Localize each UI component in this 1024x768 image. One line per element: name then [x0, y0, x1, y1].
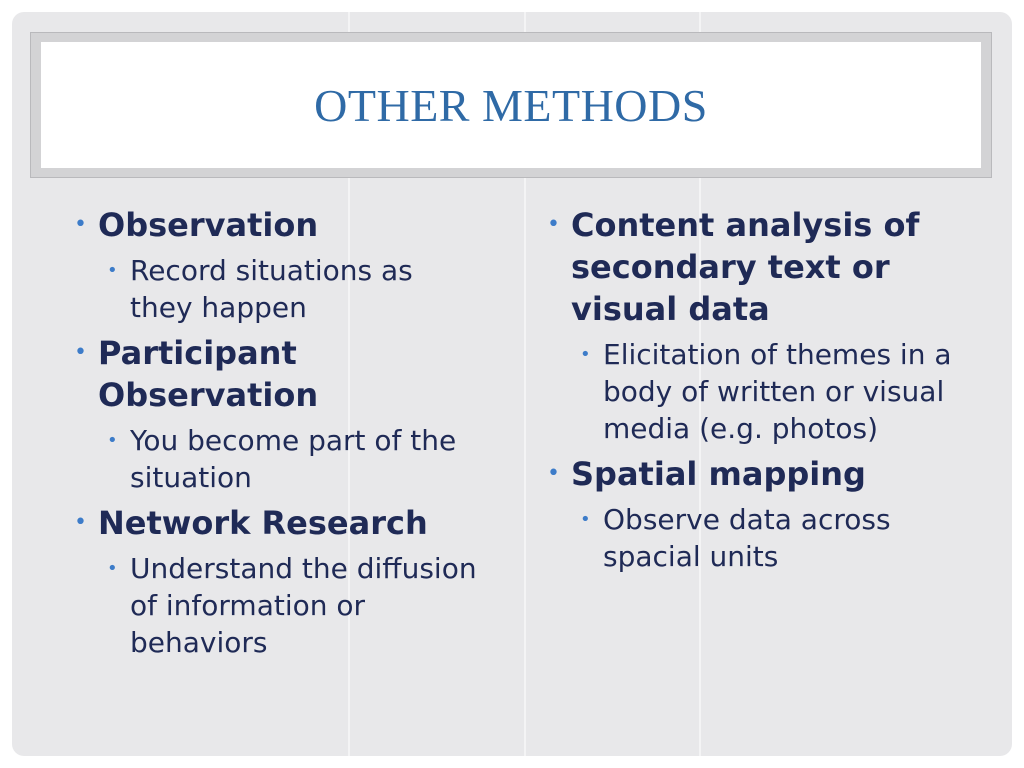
bullet-icon: • [547, 212, 560, 237]
subpoint-text: Observe data across spacial units [603, 503, 891, 573]
bullet-icon: • [580, 509, 591, 530]
list-item: • Participant Observation • You become p… [70, 332, 480, 496]
list-item: • Spatial mapping • Observe data across … [543, 453, 963, 575]
slide-title: OTHER METHODS [314, 79, 708, 131]
slide: OTHER METHODS • Observation • Record sit… [12, 12, 1012, 756]
subpoint-text: Understand the diffusion of information … [130, 552, 477, 659]
background-stripe [699, 12, 701, 756]
bullet-heading: • Network Research [70, 502, 480, 544]
bullet-icon: • [580, 344, 591, 365]
bullet-icon: • [74, 510, 87, 535]
bullet-heading: • Observation [70, 204, 480, 246]
subpoint-text: You become part of the situation [130, 424, 457, 494]
bullet-subpoint: • Elicitation of themes in a body of wri… [543, 336, 963, 447]
bullet-icon: • [74, 340, 87, 365]
bullet-heading: • Spatial mapping [543, 453, 963, 495]
bullet-icon: • [74, 212, 87, 237]
background-stripe [348, 12, 350, 756]
heading-text: Spatial mapping [571, 455, 866, 493]
heading-text: Content analysis of secondary text or vi… [571, 206, 920, 328]
title-box: OTHER METHODS [41, 42, 981, 168]
bullet-icon: • [547, 461, 560, 486]
bullet-icon: • [107, 260, 118, 281]
heading-text: Participant Observation [98, 334, 319, 414]
bullet-heading: • Participant Observation [70, 332, 480, 416]
subpoint-text: Elicitation of themes in a body of writt… [603, 338, 952, 445]
bullet-subpoint: • You become part of the situation [70, 422, 480, 496]
bullet-heading: • Content analysis of secondary text or … [543, 204, 963, 330]
bullet-icon: • [107, 558, 118, 579]
subpoint-text: Record situations as they happen [130, 254, 413, 324]
list-item: • Observation • Record situations as the… [70, 204, 480, 326]
bullet-subpoint: • Observe data across spacial units [543, 501, 963, 575]
background-stripe [524, 12, 526, 756]
list-item: • Content analysis of secondary text or … [543, 204, 963, 447]
left-column: • Observation • Record situations as the… [70, 198, 480, 661]
right-column: • Content analysis of secondary text or … [543, 198, 963, 575]
heading-text: Network Research [98, 504, 428, 542]
bullet-subpoint: • Understand the diffusion of informatio… [70, 550, 480, 661]
heading-text: Observation [98, 206, 319, 244]
list-item: • Network Research • Understand the diff… [70, 502, 480, 661]
bullet-subpoint: • Record situations as they happen [70, 252, 480, 326]
bullet-icon: • [107, 430, 118, 451]
